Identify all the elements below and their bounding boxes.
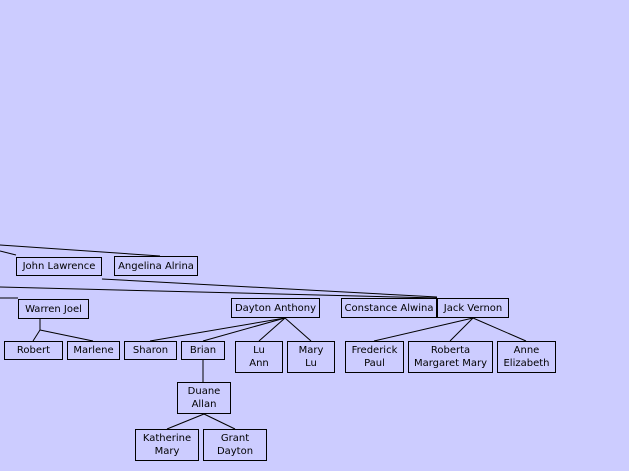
person-name-line: Margaret Mary: [413, 358, 488, 369]
person-name-line: Angelina Alrina: [118, 260, 194, 272]
connector-line: [284, 317, 312, 342]
connector-line: [373, 317, 474, 342]
connector-line: [449, 317, 474, 342]
person-name-line: Sharon: [132, 345, 169, 356]
person-name-line: Brian: [189, 345, 217, 356]
person-name-line: Roberta: [430, 345, 471, 356]
person-node-dayton-anthony[interactable]: Dayton Anthony: [231, 298, 320, 318]
person-name-line: Lu: [253, 345, 265, 356]
person-name-line: Constance Alwina: [344, 302, 434, 314]
connector-line: [0, 286, 438, 299]
person-node-warren-joel[interactable]: Warren Joel: [18, 299, 89, 319]
person-name-line: Jack Vernon: [443, 302, 503, 314]
person-node-angelina-alrina[interactable]: Angelina Alrina: [114, 256, 198, 276]
connector-line: [101, 278, 438, 298]
person-name-line: Dayton Anthony: [234, 302, 317, 314]
person-name-line: Anne: [513, 345, 540, 356]
person-node-john-lawrence[interactable]: John Lawrence: [16, 257, 102, 276]
person-name-line: Robert: [16, 345, 51, 356]
connector-line: [203, 413, 236, 430]
person-name-line: Warren Joel: [25, 303, 82, 315]
person-name-line: Marlene: [73, 345, 114, 356]
person-node-brian[interactable]: Brian: [181, 341, 225, 360]
connector-line: [166, 413, 205, 430]
person-name-line: Lu: [305, 358, 317, 369]
person-name-line: Ann: [249, 358, 269, 369]
person-name-line: John Lawrence: [22, 261, 96, 272]
connector-line: [32, 329, 41, 342]
connector-line: [472, 317, 527, 342]
person-name-line: Paul: [364, 358, 385, 369]
person-name-line: Frederick: [351, 345, 398, 356]
connector-line: [202, 317, 286, 342]
connector-line: [39, 329, 94, 342]
person-name-line: Elizabeth: [503, 358, 550, 369]
person-node-constance-alwina[interactable]: Constance Alwina: [341, 298, 437, 318]
connector-line: [149, 317, 286, 342]
connector-line: [258, 317, 286, 342]
person-node-marlene[interactable]: Marlene: [67, 341, 120, 360]
person-node-robert[interactable]: Robert: [4, 341, 63, 360]
connector-line: [0, 250, 17, 256]
person-name-line: Mary: [154, 446, 180, 457]
person-name-line: Dayton: [216, 446, 254, 457]
person-name-line: Mary: [298, 345, 324, 356]
person-node-jack-vernon[interactable]: Jack Vernon: [437, 298, 509, 318]
person-node-sharon[interactable]: Sharon: [124, 341, 177, 360]
connector-line: [0, 244, 161, 257]
person-name-line: Katherine: [142, 433, 192, 444]
person-name-line: Duane: [187, 386, 221, 397]
person-name-line: Grant: [220, 433, 250, 444]
person-name-line: Allan: [191, 399, 217, 410]
